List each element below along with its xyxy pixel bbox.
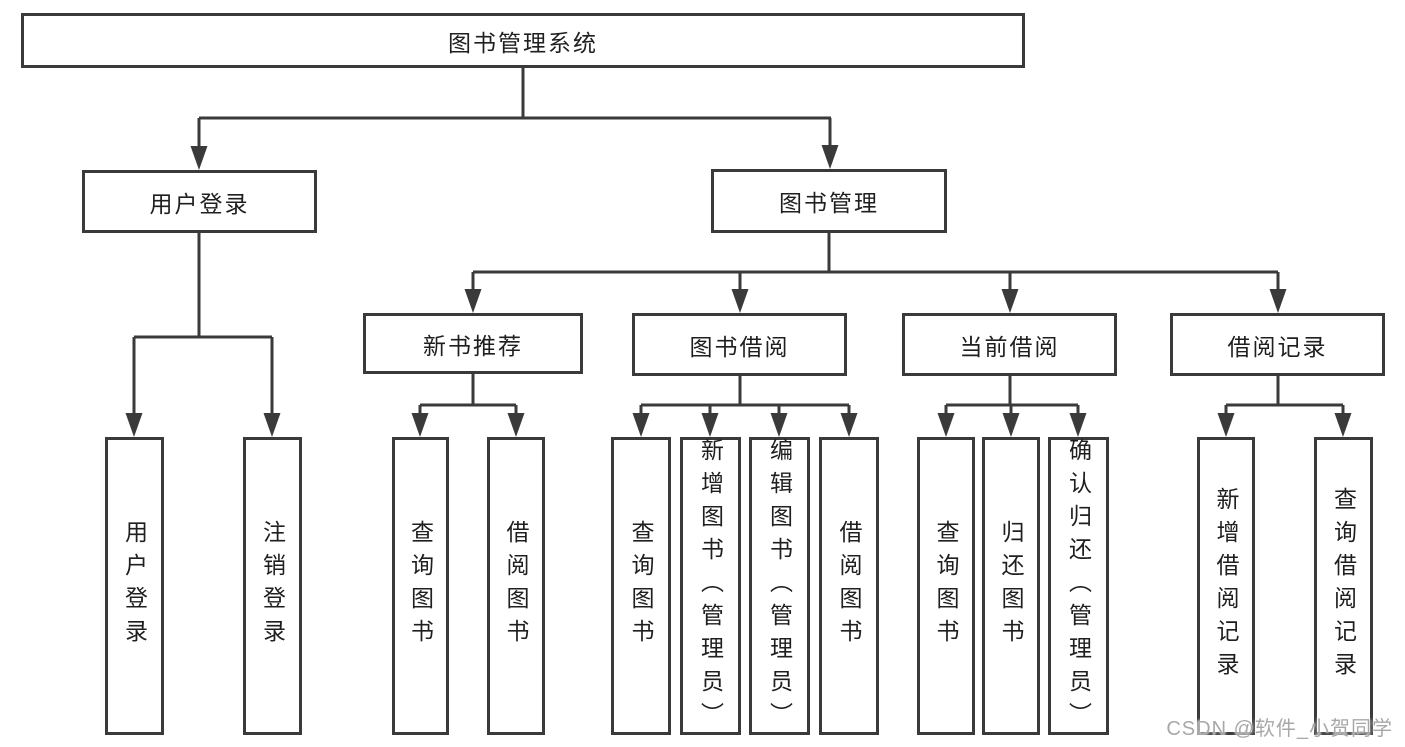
arrowhead-icon <box>1001 289 1019 313</box>
leaf-query-book-2: 查询图书 <box>611 437 671 735</box>
leaf-add-borrow-record: 新增借阅记录 <box>1197 437 1255 735</box>
leaf-label: 确认归还（管理员） <box>1065 437 1092 735</box>
arrowhead-icon <box>411 413 429 437</box>
leaf-user-login: 用户登录 <box>105 437 164 735</box>
leaf-logout-login: 注销登录 <box>243 437 302 735</box>
leaf-label: 查询图书 <box>628 520 654 652</box>
arrowhead-icon <box>1269 289 1287 313</box>
leaf-label: 查询图书 <box>407 520 434 652</box>
node-user-login: 用户登录 <box>82 170 317 233</box>
leaf-add-book-admin: 新增图书（管理员） <box>680 437 741 735</box>
node-label: 图书管理系统 <box>448 29 598 56</box>
leaf-label: 新增图书（管理员） <box>697 437 724 735</box>
node-book-borrowing: 图书借阅 <box>632 313 847 376</box>
leaf-query-borrow-record: 查询借阅记录 <box>1314 437 1373 735</box>
arrowhead-icon <box>1217 413 1235 437</box>
arrowhead-icon <box>125 413 143 437</box>
node-label: 图书借阅 <box>689 333 790 360</box>
node-borrowing-records: 借阅记录 <box>1170 313 1385 376</box>
arrowhead-icon <box>731 289 749 313</box>
arrowhead-icon <box>937 413 955 437</box>
leaf-label: 借阅图书 <box>836 520 862 652</box>
node-library-management-system: 图书管理系统 <box>21 13 1025 68</box>
leaf-label: 用户登录 <box>121 520 148 652</box>
arrowhead-icon <box>190 146 208 170</box>
leaf-label: 编辑图书（管理员） <box>766 437 793 735</box>
arrowhead-icon <box>464 289 482 313</box>
node-label: 当前借阅 <box>959 333 1060 360</box>
arrowhead-icon <box>821 145 839 169</box>
leaf-borrow-book-1: 借阅图书 <box>487 437 545 735</box>
leaf-label: 借阅图书 <box>503 520 529 652</box>
leaf-label: 注销登录 <box>259 520 286 652</box>
arrowhead-icon <box>507 413 525 437</box>
leaf-query-book-1: 查询图书 <box>392 437 449 735</box>
leaf-label: 查询图书 <box>933 520 959 652</box>
csdn-watermark: CSDN @软件_小贺同学 <box>1166 718 1393 740</box>
arrowhead-icon <box>770 413 788 437</box>
leaf-label: 归还图书 <box>998 520 1024 652</box>
arrowhead-icon <box>1069 413 1087 437</box>
arrowhead-icon <box>1334 413 1352 437</box>
leaf-return-book: 归还图书 <box>982 437 1040 735</box>
leaf-label: 查询借阅记录 <box>1330 487 1357 685</box>
node-label: 图书管理 <box>779 190 879 216</box>
node-label: 用户登录 <box>149 190 250 217</box>
arrowhead-icon <box>840 413 858 437</box>
node-label: 新书推荐 <box>423 332 523 359</box>
arrowhead-icon <box>1002 413 1020 437</box>
leaf-borrow-book-2: 借阅图书 <box>819 437 879 735</box>
leaf-edit-book-admin: 编辑图书（管理员） <box>749 437 810 735</box>
leaf-query-book-3: 查询图书 <box>917 437 975 735</box>
node-current-borrowing: 当前借阅 <box>902 313 1117 376</box>
node-book-management: 图书管理 <box>711 169 947 233</box>
arrowhead-icon <box>263 413 281 437</box>
leaf-confirm-return-admin: 确认归还（管理员） <box>1048 437 1109 735</box>
node-label: 借阅记录 <box>1227 333 1328 360</box>
leaf-label: 新增借阅记录 <box>1213 487 1239 685</box>
arrowhead-icon <box>632 413 650 437</box>
arrowhead-icon <box>701 413 719 437</box>
node-new-book-recommendation: 新书推荐 <box>363 313 583 374</box>
